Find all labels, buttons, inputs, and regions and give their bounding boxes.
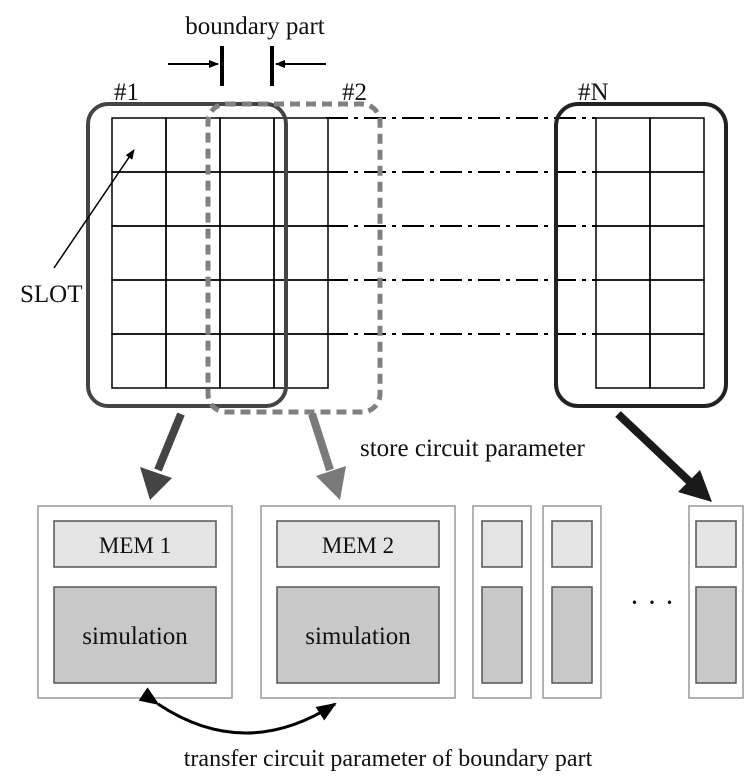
module-2-simulation-label: simulation [305,623,411,650]
module-2-mem-label: MEM 2 [322,533,394,558]
slot-label: SLOT [20,281,83,308]
slot-cell [219,225,275,281]
boundary-part-label: boundary part [185,13,325,40]
ellipsis: · · · [630,586,675,619]
module-2-mem-box [276,520,440,568]
module-1-mem-label: MEM 1 [99,533,171,558]
module-3-simulation-box [481,586,523,684]
slot-cell [273,225,329,281]
slot-cell [111,225,167,281]
slot-cell [595,171,651,227]
group-1-label: #1 [114,79,139,106]
arrow-group-n-to-module-n [615,411,712,502]
slot-cell [595,225,651,281]
slot-cell [273,333,329,389]
slot-cell [273,117,329,173]
slot-cell [273,279,329,335]
slot-cell [219,117,275,173]
module-1: MEM 1 simulation [37,505,233,699]
slot-cell [219,279,275,335]
module-n-mem-box [695,520,737,568]
group-n-outline [554,102,728,408]
module-2: MEM 2 simulation [260,505,456,699]
group-2-dashed-outline [205,101,383,415]
module-4-mem-box [551,520,593,568]
group-1-outline [86,102,288,408]
slot-cell [165,279,221,335]
module-n [688,505,744,699]
slot-cell [111,279,167,335]
grid-continuation-lines [326,117,596,335]
slot-cell [165,333,221,389]
slot-cell [649,279,705,335]
slot-cell [649,117,705,173]
slot-cell [649,333,705,389]
transfer-double-arrow [138,687,337,735]
slot-cell [273,171,329,227]
group-n-label: #N [578,79,609,106]
module-1-simulation-box [53,586,217,684]
slot-pointer-arrow [53,149,135,269]
slot-cell [165,117,221,173]
slot-cell [165,171,221,227]
slot-grid-right [595,117,705,389]
module-3 [472,505,532,699]
slot-cell [595,333,651,389]
slot-cell [595,117,651,173]
module-2-simulation-box [276,586,440,684]
slot-cell [219,171,275,227]
slot-cell [649,171,705,227]
arrow-group-1-to-module-1 [140,412,185,500]
slot-cell [111,171,167,227]
slot-grid-left [111,117,329,389]
module-n-simulation-box [695,586,737,684]
module-1-mem-box [53,520,217,568]
transfer-label: transfer circuit parameter of boundary p… [184,746,593,772]
module-1-simulation-label: simulation [82,623,188,650]
slot-cell [111,333,167,389]
store-circuit-parameter-label: store circuit parameter [360,435,586,462]
module-4-simulation-box [551,586,593,684]
arrow-group-2-to-module-2 [308,412,346,500]
slot-cell [165,225,221,281]
slot-cell [649,225,705,281]
slot-cell [595,279,651,335]
module-4 [542,505,602,699]
slot-cell [219,333,275,389]
slot-cell [111,117,167,173]
module-3-mem-box [481,520,523,568]
